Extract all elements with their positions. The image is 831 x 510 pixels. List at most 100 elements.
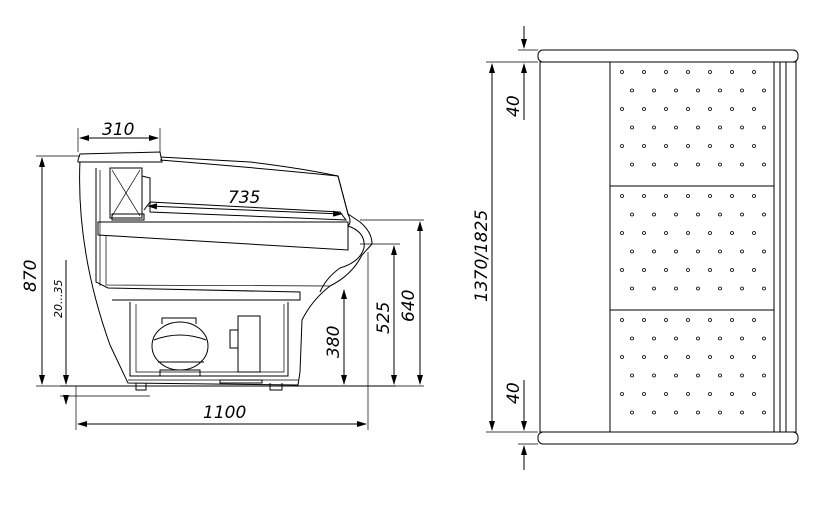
perforation-dot <box>740 336 744 341</box>
perforation-dot <box>686 70 690 74</box>
perforation-dot <box>740 125 744 130</box>
perforation-dot <box>718 336 722 341</box>
top-cap <box>77 151 163 163</box>
perforation-dot <box>762 125 766 130</box>
perforation-dot <box>686 144 690 148</box>
dim-top-height-label: 640 <box>399 290 419 322</box>
perforation-dot <box>664 392 668 396</box>
display-tray <box>97 221 349 251</box>
perforation-dot <box>674 162 678 167</box>
perforation-dot <box>696 212 700 217</box>
perforation-dot <box>752 107 756 111</box>
perforation-dot <box>686 107 690 111</box>
perforation-dot <box>696 249 700 254</box>
perforation-dot <box>752 268 756 272</box>
perforation-dot <box>630 88 634 93</box>
perforation-dot <box>674 336 678 341</box>
perforation-dot <box>686 268 690 272</box>
perforation-dot <box>762 88 766 93</box>
dim-top-width-label: 310 <box>102 120 134 140</box>
perforation-dot <box>708 70 712 74</box>
perforation-dot <box>630 162 634 167</box>
front-top-cap <box>537 49 799 63</box>
dim-length-label: 1100 <box>203 403 246 423</box>
dim-counter-height: 525 <box>360 243 400 385</box>
perforation-dot <box>652 162 656 167</box>
perforation-dot <box>696 410 700 415</box>
perforation-dot <box>674 410 678 415</box>
perforation-dot <box>762 286 766 291</box>
perforation-dot <box>752 70 756 74</box>
dim-inner-depth: 735 <box>147 188 343 217</box>
perforation-dot <box>620 318 624 322</box>
perforation-dot <box>686 194 690 198</box>
perforation-dot <box>740 249 744 254</box>
side-view: 310 735 870 20...35 380 525 <box>21 120 424 430</box>
perforation-dot <box>642 231 646 235</box>
perforation-dot <box>664 194 668 198</box>
dim-bottom-margin: 40 <box>504 380 538 470</box>
perforation-dot <box>718 212 722 217</box>
perforation-dot <box>686 318 690 322</box>
perforation-dot <box>664 355 668 359</box>
perforation-dot <box>630 373 634 378</box>
perforation-dot <box>696 88 700 93</box>
perforation-dot <box>740 162 744 167</box>
perforation-dot <box>730 392 734 396</box>
perforation-dot <box>730 107 734 111</box>
perforation-dot <box>762 410 766 415</box>
perforation-dot <box>686 392 690 396</box>
perforation-dot <box>664 70 668 74</box>
dim-top-height: 640 <box>360 219 424 387</box>
perforation-dot <box>752 392 756 396</box>
dim-base-height-label: 380 <box>324 326 344 358</box>
perforation-dot <box>762 249 766 254</box>
perforation-dot <box>762 162 766 167</box>
perforation-dot <box>664 107 668 111</box>
perforation-dot <box>730 144 734 148</box>
perforation-dot <box>762 212 766 217</box>
perforation-dot <box>740 410 744 415</box>
perforation-dot <box>686 231 690 235</box>
perforation-dot <box>620 194 624 198</box>
perforation-dot <box>630 336 634 341</box>
perforation-dot <box>762 373 766 378</box>
perforation-dot <box>620 144 624 148</box>
perforation-dot <box>718 373 722 378</box>
perforation-dot <box>752 231 756 235</box>
perforation-dot <box>730 231 734 235</box>
perforation-dot <box>620 355 624 359</box>
perforation-dot <box>718 410 722 415</box>
perforation-dot <box>740 286 744 291</box>
dim-total-height: 870 <box>21 155 80 387</box>
perforation-dot <box>620 231 624 235</box>
dim-counter-height-label: 525 <box>374 302 394 334</box>
perforation-dot <box>696 336 700 341</box>
perforation-dot <box>642 70 646 74</box>
perforation-dot <box>642 144 646 148</box>
perforation-dot <box>730 355 734 359</box>
front-view: 1370/1825 40 40 <box>472 26 799 470</box>
machine-compartment <box>129 302 289 377</box>
perforation-dot <box>630 286 634 291</box>
dim-foot-adjust: 20...35 <box>52 260 69 405</box>
perforation-dot <box>730 194 734 198</box>
perforation-dot <box>708 268 712 272</box>
perforation-dot <box>664 144 668 148</box>
perforation-dot <box>674 286 678 291</box>
perforation-dot <box>696 162 700 167</box>
dim-top-margin-label: 40 <box>504 95 524 117</box>
dim-inner-depth-label: 735 <box>228 188 260 208</box>
perforation-dot <box>708 107 712 111</box>
perforation-dot <box>652 212 656 217</box>
perforation-dot <box>718 125 722 130</box>
perforation-dot <box>696 373 700 378</box>
evaporator-tray <box>111 213 145 221</box>
perforation-dot <box>630 249 634 254</box>
perforation-dot <box>708 231 712 235</box>
dim-top-margin: 40 <box>504 26 538 120</box>
perforation-dot <box>674 249 678 254</box>
perforation-dot <box>730 268 734 272</box>
perforation-dot <box>652 286 656 291</box>
